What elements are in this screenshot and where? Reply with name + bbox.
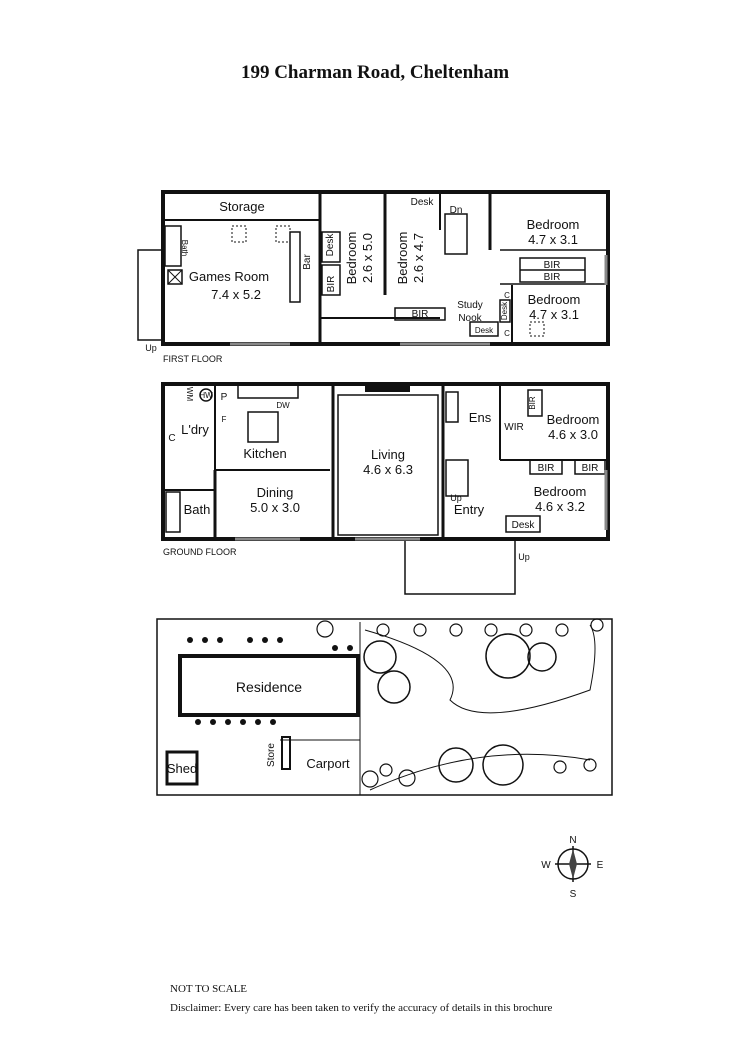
compass-north: N <box>569 835 576 846</box>
label-desk-gf: Desk <box>512 520 536 531</box>
room-bedroom-gf-a: Bedroom <box>547 412 600 427</box>
label-fridge: F <box>222 415 227 424</box>
label-bir-gf-3: BIR <box>582 463 599 474</box>
ground-floor-label: GROUND FLOOR <box>163 547 237 557</box>
label-wm: WM <box>185 387 194 402</box>
label-bir-gf-1: BIR <box>528 396 537 410</box>
label-desk-1: Desk <box>325 233 336 257</box>
label-desk-3: Desk <box>475 326 494 335</box>
label-bar: Bar <box>302 254 313 270</box>
label-hw: HW <box>199 391 213 400</box>
compass-icon: N S E W <box>541 835 603 900</box>
room-games-room: Games Room <box>189 269 269 284</box>
room-games-room-size: 7.4 x 5.2 <box>211 287 261 302</box>
site-store: Store <box>266 743 277 767</box>
room-dining: Dining <box>257 485 294 500</box>
label-c-2: C <box>504 329 510 338</box>
room-ensuite: Ens <box>469 410 492 425</box>
room-bedroom-gf-b: Bedroom <box>534 484 587 499</box>
label-bir-1: BIR <box>326 276 337 293</box>
label-pantry: P <box>221 392 228 403</box>
room-dining-size: 5.0 x 3.0 <box>250 500 300 515</box>
site-residence: Residence <box>236 679 302 695</box>
not-to-scale-note: NOT TO SCALE <box>170 983 248 995</box>
label-dn: Dn <box>450 205 463 216</box>
site-plan <box>156 618 613 796</box>
label-dw: DW <box>276 401 290 410</box>
room-bedroom-d: Bedroom <box>528 292 581 307</box>
label-desk-4: Desk <box>500 301 509 320</box>
ground-floor-plan <box>161 382 610 595</box>
site-shed: Shed <box>167 761 197 776</box>
room-bedroom-c: Bedroom <box>527 217 580 232</box>
label-up-gf-2: Up <box>518 552 530 562</box>
label-c-1: C <box>504 291 510 300</box>
room-bedroom-a-size: 2.6 x 5.0 <box>360 233 375 283</box>
room-living: Living <box>371 447 405 462</box>
room-bath-ff: Bath <box>180 240 189 256</box>
label-up-gf-1: Up <box>450 493 462 503</box>
room-bedroom-b: Bedroom <box>395 232 410 285</box>
room-bedroom-gf-b-size: 4.6 x 3.2 <box>535 499 585 514</box>
compass-east: E <box>597 860 604 871</box>
label-bir-3: BIR <box>544 260 561 271</box>
label-c-gf: C <box>168 433 175 444</box>
label-up-ff: Up <box>145 343 157 353</box>
compass-west: W <box>541 860 551 871</box>
room-laundry: L'dry <box>181 422 209 437</box>
room-bath-gf: Bath <box>184 502 211 517</box>
room-wir: WIR <box>504 422 523 433</box>
room-bedroom-b-size: 2.6 x 4.7 <box>411 233 426 283</box>
room-storage: Storage <box>219 199 265 214</box>
compass-south: S <box>570 889 577 900</box>
first-floor-plan <box>137 190 610 346</box>
label-bir-gf-2: BIR <box>538 463 555 474</box>
room-bedroom-d-size: 4.7 x 3.1 <box>529 307 579 322</box>
page-title: 199 Charman Road, Cheltenham <box>240 62 510 83</box>
room-study-nook-2: Nook <box>458 313 482 324</box>
room-entry: Entry <box>454 502 485 517</box>
room-study-nook-1: Study <box>457 300 483 311</box>
site-hedge-dots <box>187 637 353 725</box>
room-kitchen: Kitchen <box>243 446 286 461</box>
label-bir-4: BIR <box>544 272 561 283</box>
disclaimer: Disclaimer: Every care has been taken to… <box>170 1002 553 1014</box>
label-bir-2: BIR <box>412 309 429 320</box>
site-carport: Carport <box>306 756 350 771</box>
first-floor-label: FIRST FLOOR <box>163 354 223 364</box>
room-living-size: 4.6 x 6.3 <box>363 462 413 477</box>
room-bedroom-gf-a-size: 4.6 x 3.0 <box>548 427 598 442</box>
label-desk-2: Desk <box>411 197 435 208</box>
room-bedroom-c-size: 4.7 x 3.1 <box>528 232 578 247</box>
room-bedroom-a: Bedroom <box>344 232 359 285</box>
